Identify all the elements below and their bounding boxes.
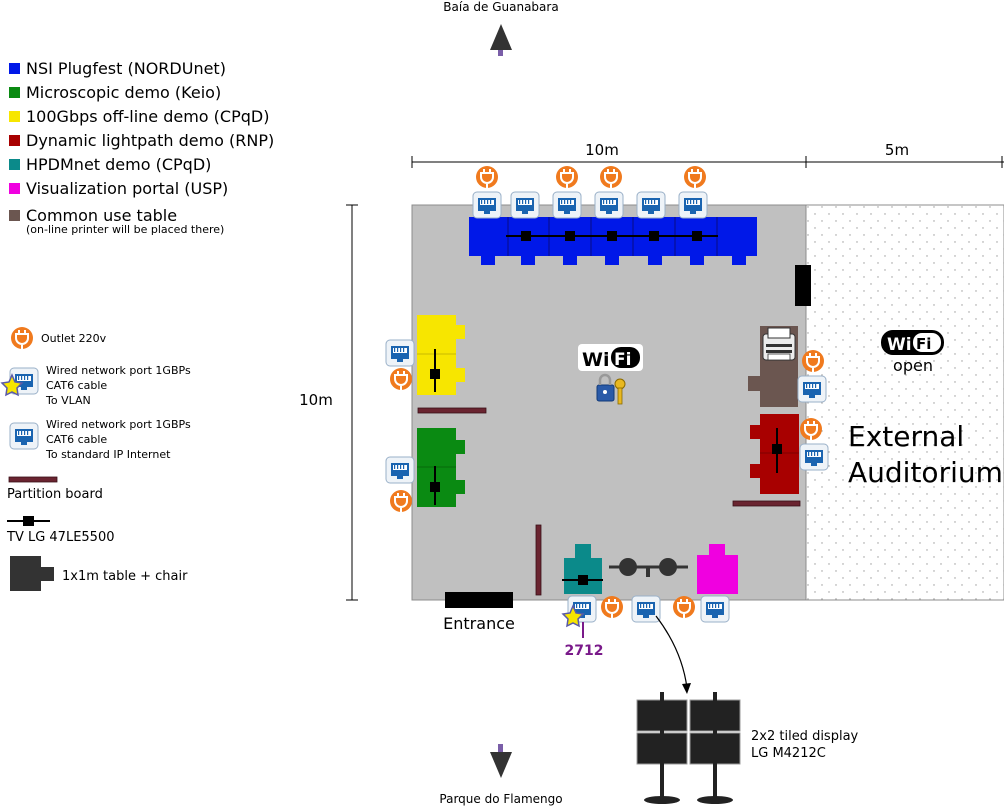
network-port-icon [385, 339, 415, 367]
legend-table: 1x1m table + chair [62, 569, 188, 584]
legend: NSI Plugfest (NORDUnet) Microscopic demo … [0, 59, 274, 591]
outlet-icon [800, 418, 822, 440]
cpqd-100g-tables [417, 315, 465, 395]
display-label-line2: LG M4212C [751, 746, 826, 761]
lock-key-icon [596, 373, 626, 405]
wifi-fi: Fi [614, 350, 631, 370]
vlan-star-icon [561, 604, 585, 628]
wall-tv [795, 265, 811, 306]
legend-demo-label-2: 100Gbps off-line demo (CPqD) [26, 107, 269, 126]
legend-swatch-2 [9, 111, 20, 122]
outlet-icon [476, 166, 498, 188]
outlet-icon [390, 490, 412, 512]
display-cables [609, 558, 688, 577]
legend-swatch-3 [9, 135, 20, 146]
network-port-icon [594, 191, 624, 219]
legend-table-symbol [10, 556, 54, 591]
legend-tv-symbol [7, 516, 50, 526]
keio-tv [430, 466, 440, 505]
outlet-icon [390, 368, 412, 390]
display-arrowhead [682, 683, 691, 694]
network-port-icon [631, 595, 661, 623]
wifi-open-label: open [893, 356, 933, 375]
outlet-icon [673, 596, 695, 618]
outlet-icon [802, 350, 824, 372]
keio-tables [417, 428, 465, 507]
legend-swatch-1 [9, 87, 20, 98]
legend-internet-line2: CAT6 cable [46, 433, 107, 446]
network-port-icon [385, 456, 415, 484]
auditorium-label-line2: Auditorium [848, 456, 1003, 489]
legend-internet-line1: Wired network port 1GBPs [46, 418, 191, 431]
legend-tv: TV LG 47LE5500 [6, 530, 115, 545]
printer-icon [762, 327, 796, 361]
legend-partition-symbol [8, 476, 58, 483]
network-port-icon [472, 191, 502, 219]
entrance-label: Entrance [443, 614, 515, 633]
legend-demo-label-0: NSI Plugfest (NORDUnet) [26, 59, 226, 78]
legend-outlet: Outlet 220v [41, 332, 107, 345]
booth-floor [411, 204, 807, 601]
wifi-secure-icon: Wi Fi [578, 344, 643, 371]
outlets [390, 166, 824, 618]
nsi-tv-row [506, 231, 718, 241]
legend-swatch-0 [9, 63, 20, 74]
legend-internet-line3: To standard IP Internet [45, 448, 171, 461]
network-port-icon [510, 191, 540, 219]
network-ports [385, 191, 829, 623]
outlet-icon [600, 166, 622, 188]
north-label: Baía de Guanabara [443, 0, 558, 14]
network-port-icon [678, 191, 708, 219]
south-label: Parque do Flamengo [439, 792, 562, 806]
legend-outlet-icon [11, 327, 33, 349]
legend-demo-label-4: HPDMnet demo (CPqD) [26, 155, 211, 174]
outlet-icon [556, 166, 578, 188]
north-arrow-icon [490, 24, 512, 56]
legend-swatch-5 [9, 183, 20, 194]
hpdmnet-tv [562, 575, 603, 585]
port-number: 2712 [565, 643, 604, 659]
wifi-word: Wi [582, 349, 609, 371]
legend-swatch-6 [9, 210, 20, 221]
display-arrow [655, 615, 688, 689]
network-port-icon [636, 191, 666, 219]
rnp-tv [772, 428, 782, 473]
legend-vlan-line2: CAT6 cable [46, 379, 107, 392]
legend-partition: Partition board [7, 487, 103, 502]
display-label-line1: 2x2 tiled display [751, 729, 859, 744]
wifi-open-fi: Fi [916, 335, 931, 353]
legend-vlan-line3: To VLAN [45, 394, 91, 407]
network-port-icon [799, 443, 829, 471]
partition-boards [417, 407, 801, 596]
wifi-open-word: Wi [887, 335, 912, 355]
legend-demo-label-5: Visualization portal (USP) [26, 179, 228, 198]
outlet-icon [684, 166, 706, 188]
entrance-door [445, 592, 513, 608]
height-label: 10m [299, 391, 333, 409]
tiled-display-icon [636, 692, 741, 804]
outlet-icon [601, 596, 623, 618]
width-aux-label: 5m [885, 141, 909, 159]
cpqd-100g-tv [430, 349, 440, 392]
legend-swatch-4 [9, 159, 20, 170]
legend-internet-port-icon [9, 422, 39, 450]
network-port-icon [797, 375, 827, 403]
width-main-label: 10m [585, 141, 619, 159]
auditorium-label-line1: External [848, 420, 964, 453]
auditorium-floor [805, 204, 1004, 601]
legend-demo-label-1: Microscopic demo (Keio) [26, 83, 221, 102]
network-port-icon [552, 191, 582, 219]
wifi-open-icon: Wi Fi [881, 330, 944, 355]
usp-table [697, 544, 738, 594]
south-arrow-icon [490, 744, 512, 778]
legend-common-note: (on-line printer will be placed there) [26, 223, 224, 236]
network-port-icon [700, 595, 730, 623]
star-icon [0, 373, 24, 397]
legend-demo-label-3: Dynamic lightpath demo (RNP) [26, 131, 274, 150]
legend-vlan-line1: Wired network port 1GBPs [46, 364, 191, 377]
legend-demo-label-6: Common use table [26, 206, 177, 225]
dimension-lines [346, 156, 1004, 601]
